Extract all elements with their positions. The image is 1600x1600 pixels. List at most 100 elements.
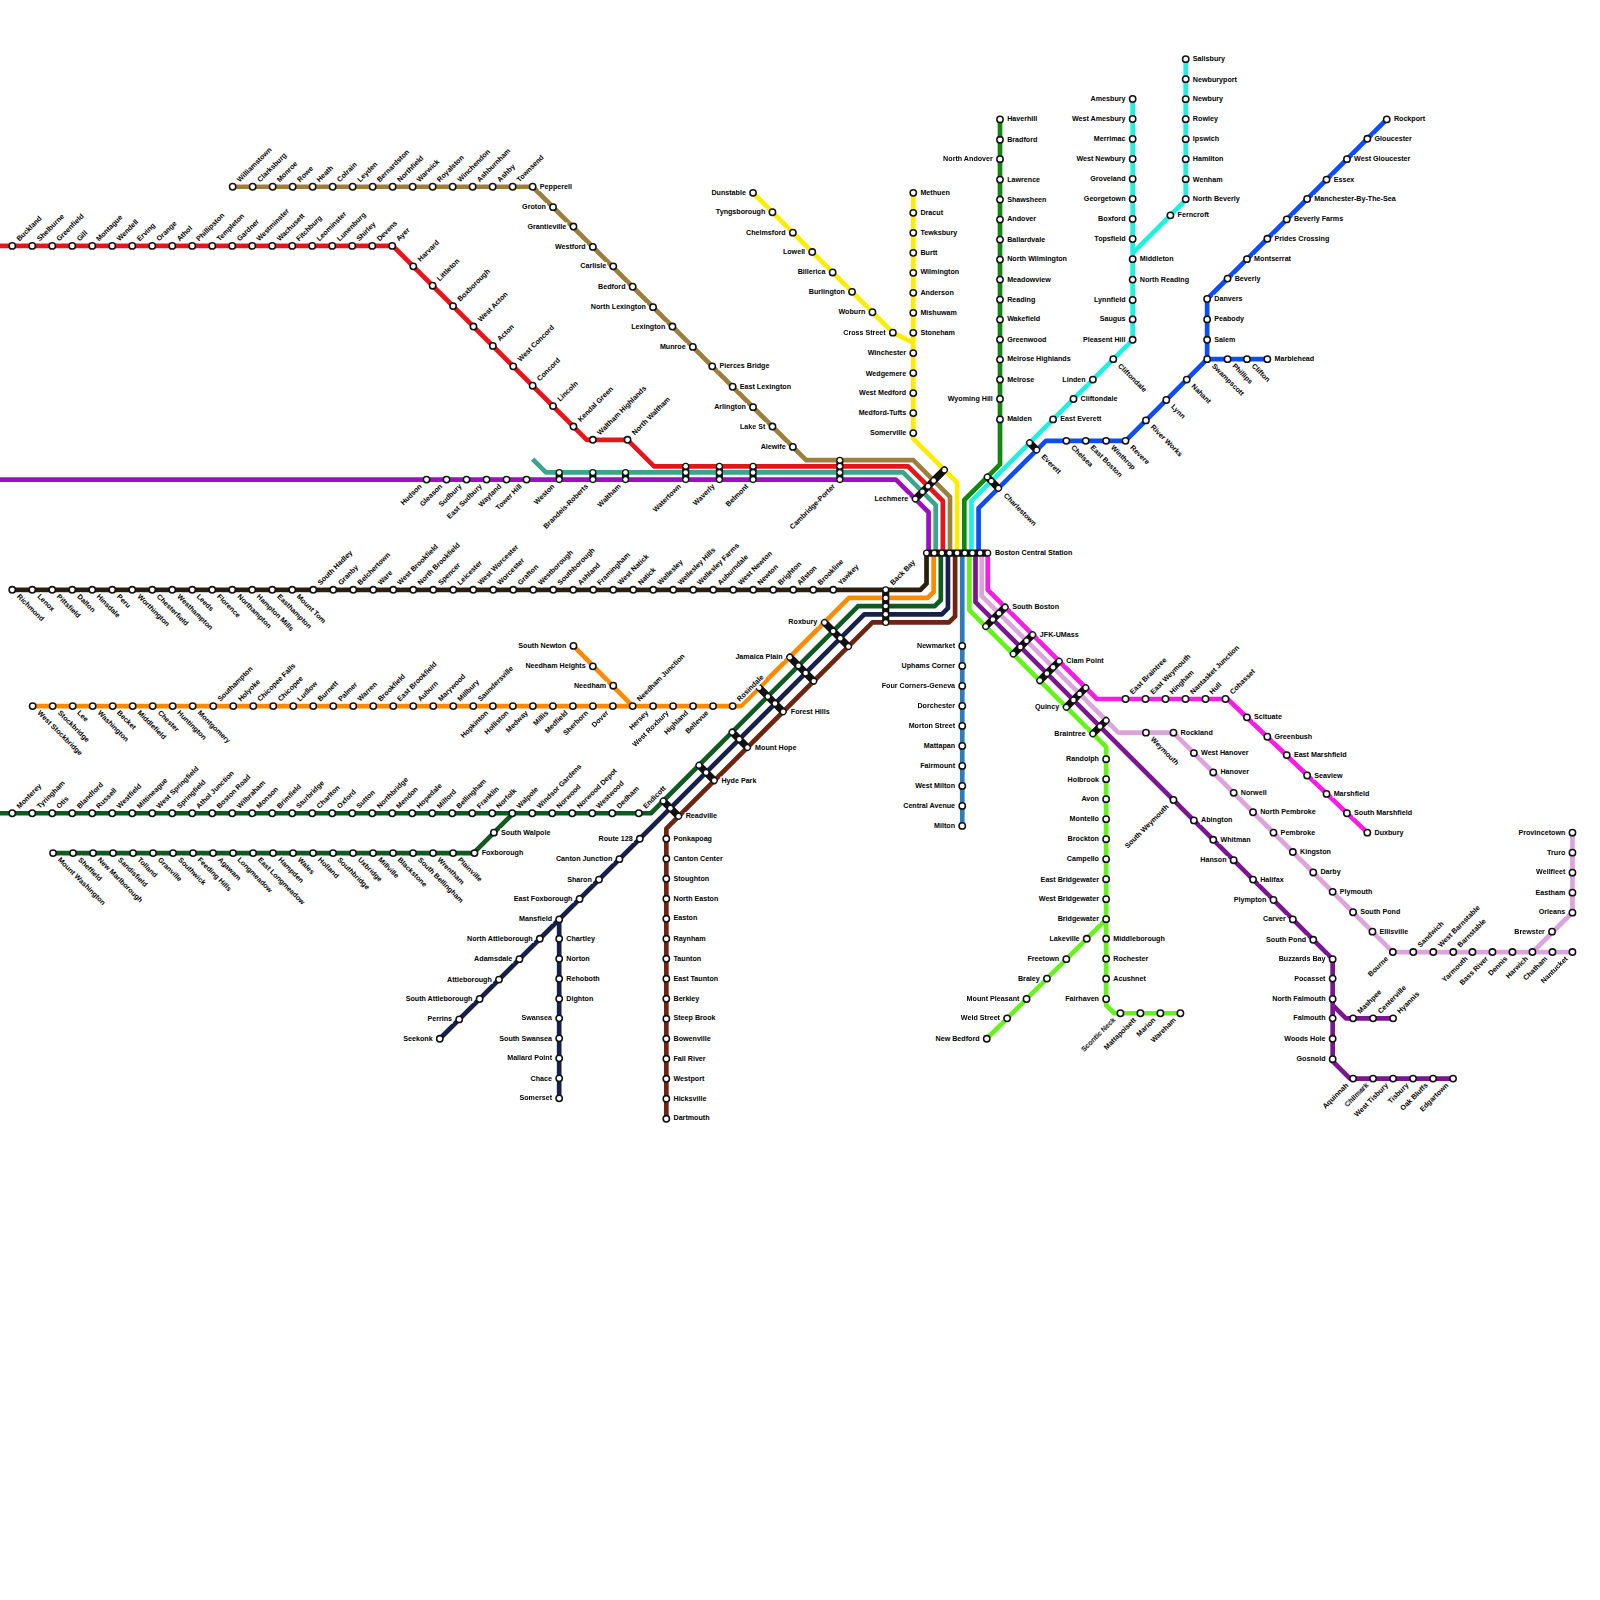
- station-label: Marshfield: [1333, 790, 1371, 798]
- station-dot: [129, 703, 135, 709]
- station-dot: [309, 243, 315, 249]
- station-dot: [1529, 949, 1535, 955]
- station-dot: [984, 1036, 990, 1042]
- station-dot: [1183, 136, 1189, 142]
- station-dot: [249, 184, 255, 190]
- station-dot: [809, 249, 815, 255]
- station-dot: [1284, 752, 1290, 758]
- interchange-dot: [1018, 645, 1022, 649]
- station-dot: [1103, 876, 1109, 882]
- station-dot: [1569, 949, 1575, 955]
- station-label: Needham Junction: [635, 652, 687, 704]
- station-label: Clam Point: [1065, 657, 1104, 665]
- station-label: Orange: [154, 219, 179, 244]
- station-dot: [510, 363, 516, 369]
- station-dot: [1157, 1010, 1163, 1016]
- station-dot: [1370, 1075, 1376, 1081]
- station-dot: [1244, 356, 1250, 362]
- station-label: Woods Hole: [1283, 1035, 1326, 1043]
- station-label: East Bridgewater: [1040, 875, 1100, 883]
- interchange-dot: [1051, 665, 1055, 669]
- station-label: Danvers: [1213, 295, 1243, 303]
- station-dot: [1329, 996, 1335, 1002]
- station-dot: [997, 256, 1003, 262]
- station-dot: [450, 850, 456, 856]
- station-label: New Bedford: [935, 1035, 981, 1043]
- station-dot: [150, 850, 156, 856]
- station-dot: [556, 976, 562, 982]
- rail-line: [53, 813, 513, 853]
- station-label: Mallard Point: [506, 1054, 553, 1062]
- station-dot: [1350, 1015, 1356, 1021]
- station-dot: [1344, 810, 1350, 816]
- interchange-dot: [1064, 705, 1068, 709]
- station-dot: [1250, 809, 1256, 815]
- station-label: Wilmington: [919, 269, 960, 277]
- station-label: Provincetown: [1517, 829, 1566, 837]
- rail-line: [987, 919, 1106, 1038]
- station-label: Lake St: [739, 422, 766, 430]
- interchange-dot: [557, 477, 561, 481]
- station-label: Chartley: [565, 935, 596, 943]
- station-label: Ballardvale: [1006, 236, 1046, 244]
- interchange-dot: [1024, 639, 1028, 643]
- station-label: Norwell: [1240, 789, 1268, 797]
- station-dot: [169, 587, 175, 593]
- rail-line: [666, 553, 955, 1119]
- station-dot: [629, 703, 635, 709]
- station-dot: [490, 703, 496, 709]
- station-label: Fairhaven: [1064, 995, 1100, 1003]
- interchange-dot: [822, 620, 826, 624]
- interchange-dot: [838, 477, 842, 481]
- station-dot: [1103, 816, 1109, 822]
- station-dot: [1304, 196, 1310, 202]
- station-label: West Medford: [858, 389, 907, 397]
- station-label: Jamaica Plain: [734, 653, 783, 661]
- interchange-dot: [788, 655, 792, 659]
- station-label: Hull: [1208, 680, 1225, 697]
- station-dot: [29, 587, 35, 593]
- station-label: Colrain: [335, 160, 360, 185]
- interchange-dot: [1057, 659, 1061, 663]
- station-label: Seekonk: [402, 1035, 433, 1043]
- interchange-dot: [717, 477, 721, 481]
- station-label: Rehoboth: [565, 975, 600, 983]
- interchange-dot: [812, 679, 816, 683]
- station-label: Mishuwam: [919, 309, 958, 317]
- station-dot: [270, 703, 276, 709]
- station-dot: [49, 243, 55, 249]
- station-dot: [1142, 696, 1148, 702]
- station-label: Lechmere: [873, 495, 909, 503]
- station-label: Halifax: [1259, 876, 1284, 884]
- station-dot: [650, 703, 656, 709]
- station-dot: [329, 243, 335, 249]
- rail-line: [233, 187, 950, 553]
- interchange-bar: [987, 477, 998, 488]
- interchange-dot: [717, 464, 721, 468]
- interchange-bar: [1066, 688, 1085, 707]
- station-dot: [1129, 256, 1135, 262]
- station-dot: [997, 236, 1003, 242]
- station-dot: [1129, 196, 1135, 202]
- station-label: Swansea: [520, 1014, 553, 1022]
- station-dot: [570, 423, 576, 429]
- station-dot: [249, 587, 255, 593]
- station-dot: [1103, 756, 1109, 762]
- station-dot: [329, 810, 335, 816]
- station-dot: [1170, 797, 1176, 803]
- station-dot: [997, 196, 1003, 202]
- station-label: Westport: [672, 1075, 705, 1083]
- station-dot: [370, 587, 376, 593]
- station-dot: [670, 703, 676, 709]
- station-dot: [1103, 796, 1109, 802]
- station-label: Eastham: [1535, 889, 1567, 897]
- station-dot: [1350, 909, 1356, 915]
- station-dot: [430, 703, 436, 709]
- station-label: Bradford: [1006, 136, 1038, 144]
- station-dot: [129, 810, 135, 816]
- station-label: Linden: [1061, 376, 1086, 384]
- station-label: Dover: [589, 708, 611, 730]
- station-dot: [109, 243, 115, 249]
- station-label: Cliftondale: [1115, 361, 1148, 394]
- station-dot: [90, 850, 96, 856]
